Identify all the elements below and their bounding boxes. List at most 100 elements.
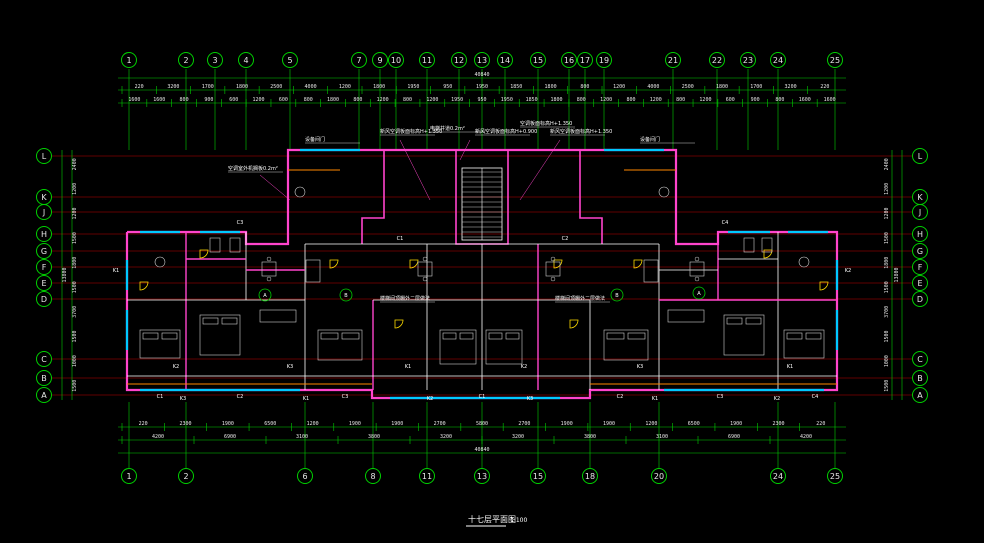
opening-label-9: K1	[303, 396, 309, 402]
dim-bot-r1-7: 2700	[434, 421, 446, 427]
axis-bubble-bottom-11	[419, 468, 435, 484]
axis-label-right-L: L	[918, 152, 923, 161]
dim-top-total: 40840	[474, 72, 489, 78]
axis-bubble-left-H	[36, 226, 52, 242]
dim-right-total: 13800	[894, 267, 900, 282]
chair	[694, 256, 700, 262]
axis-label-top-10: 10	[391, 56, 401, 65]
axis-bubble-right-A	[912, 387, 928, 403]
bed	[603, 329, 649, 361]
axis-bubble-bottom-2	[178, 468, 194, 484]
axis-bubble-top-19	[596, 52, 612, 68]
callout-note-5: 设备间门	[640, 136, 660, 143]
axis-label-bottom-18: 18	[585, 472, 595, 481]
window-code-8: C2	[562, 236, 569, 242]
bed	[317, 329, 363, 361]
dim-bot-r2-5: 3200	[512, 434, 524, 440]
drawing-scale: 1:100	[510, 517, 527, 524]
dim-top-r1-13: 800	[580, 84, 589, 90]
axis-label-right-D: D	[917, 295, 923, 304]
dim-top-r1-10: 1950	[476, 84, 488, 90]
fixture	[761, 237, 773, 253]
axis-label-bottom-8: 8	[370, 472, 375, 481]
dim-bot-r1-14: 1900	[730, 421, 742, 427]
axis-label-top-19: 19	[599, 56, 609, 65]
dim-top-r2-9: 800	[353, 97, 362, 103]
axis-bubble-left-B	[36, 370, 52, 386]
dim-top-r2-2: 800	[180, 97, 189, 103]
dim-top-r2-25: 900	[751, 97, 760, 103]
door-swing	[633, 259, 643, 269]
pillow	[221, 317, 238, 325]
axis-bubble-right-L	[912, 148, 928, 164]
axis-label-top-24: 24	[773, 56, 783, 65]
dim-right-9: 1500	[884, 380, 890, 392]
dim-top-r2-19: 1200	[600, 97, 612, 103]
dim-top-r2-21: 1200	[650, 97, 662, 103]
dim-left-4: 1800	[72, 257, 78, 269]
dim-top-r2-5: 1200	[253, 97, 265, 103]
dim-bot-r2-7: 3100	[656, 434, 668, 440]
pillow	[488, 332, 503, 340]
axis-label-top-9: 9	[377, 56, 382, 65]
axis-bubble-right-G	[912, 243, 928, 259]
dim-right-4: 1800	[884, 257, 890, 269]
axis-label-top-5: 5	[287, 56, 292, 65]
dim-top-r2-4: 600	[229, 97, 238, 103]
axis-label-top-7: 7	[356, 56, 361, 65]
opening-label-6: K1	[787, 364, 793, 370]
chair	[550, 256, 556, 262]
pillow	[341, 332, 360, 340]
axis-label-top-14: 14	[500, 56, 510, 65]
bed	[783, 329, 825, 359]
axis-bubble-left-D	[36, 291, 52, 307]
dim-bot-r1-16: 220	[816, 421, 825, 427]
dim-right-5: 1500	[884, 281, 890, 293]
chair	[422, 276, 428, 282]
axis-bubble-bottom-13	[474, 468, 490, 484]
axis-bubble-top-24	[770, 52, 786, 68]
pillow	[442, 332, 457, 340]
dim-top-r1-0: 220	[135, 84, 144, 90]
unit-bubble-B	[610, 288, 624, 302]
opening-label-5: K3	[637, 364, 643, 370]
opening-label-2: K3	[287, 364, 293, 370]
axis-bubble-top-10	[388, 52, 404, 68]
axis-label-top-2: 2	[183, 56, 188, 65]
dim-left-8: 1000	[72, 355, 78, 367]
axis-bubble-top-13	[474, 52, 490, 68]
dim-top-r1-16: 2500	[682, 84, 694, 90]
dim-bot-r1-3: 6500	[264, 421, 276, 427]
dim-top-r2-17: 1800	[550, 97, 562, 103]
dimension-lines	[61, 77, 903, 454]
dim-top-r1-20: 220	[820, 84, 829, 90]
bed	[723, 314, 765, 356]
unit-label-A-0: A	[263, 293, 267, 299]
axis-label-top-4: 4	[243, 56, 248, 65]
dim-bot-r2-2: 3100	[296, 434, 308, 440]
opening-label-1: K2	[173, 364, 179, 370]
dim-top-r2-26: 800	[775, 97, 784, 103]
axis-bubble-bottom-6	[297, 468, 313, 484]
opening-label-13: K2	[774, 396, 780, 402]
chair	[694, 276, 700, 282]
axis-label-left-B: B	[41, 374, 47, 383]
pillow	[142, 332, 159, 340]
round-fixture	[154, 256, 166, 268]
unit-label-A-3: A	[697, 291, 701, 297]
axis-label-right-H: H	[917, 230, 923, 239]
dim-bot-r2-3: 3800	[368, 434, 380, 440]
dim-top-r2-0: 1600	[128, 97, 140, 103]
dim-right-6: 3700	[884, 306, 890, 318]
dim-top-r1-3: 1800	[236, 84, 248, 90]
dim-left-3: 1500	[72, 232, 78, 244]
dim-top-r2-1: 1600	[153, 97, 165, 103]
dim-top-r1-2: 1700	[202, 84, 214, 90]
dim-left-2: 1200	[72, 207, 78, 219]
door-swing	[819, 281, 829, 291]
dim-top-r2-10: 1200	[377, 97, 389, 103]
unit-label-B-1: B	[344, 293, 348, 299]
axis-bubble-bottom-15	[530, 468, 546, 484]
bed	[139, 329, 181, 359]
